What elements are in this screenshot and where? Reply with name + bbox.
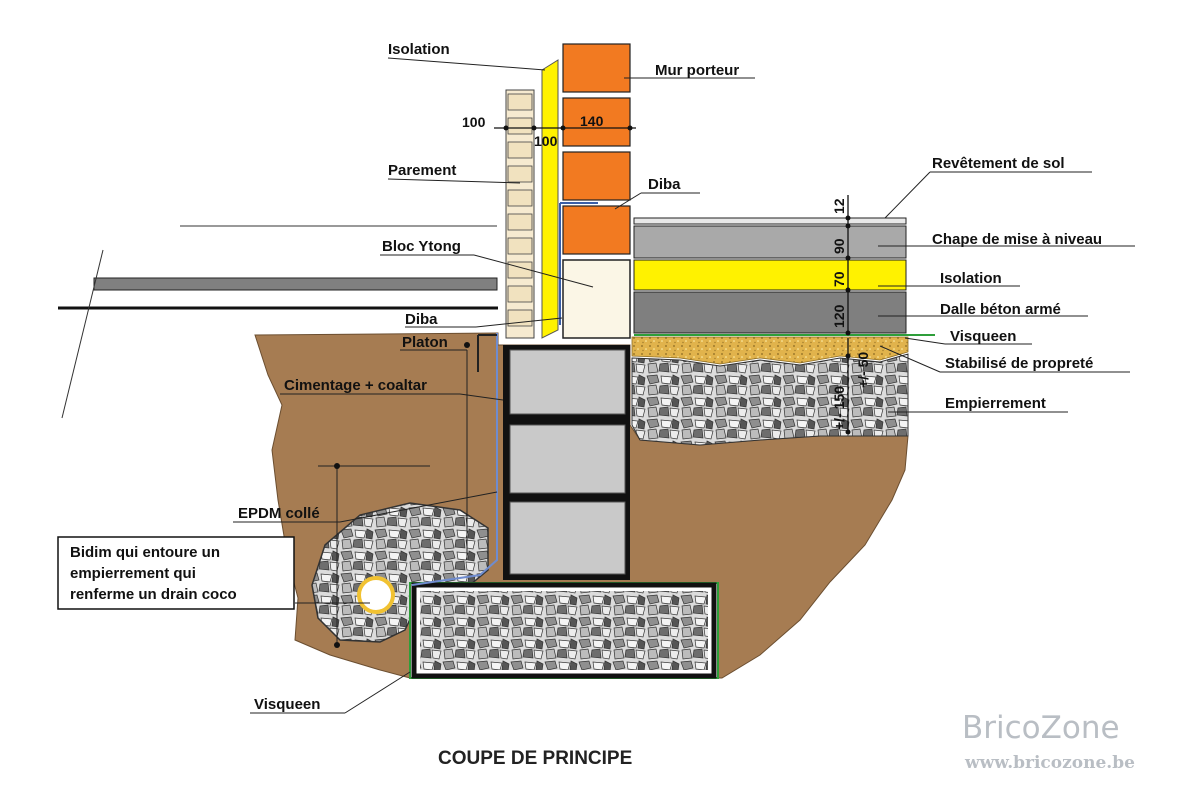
label-bidim-line1: Bidim qui entoure un: [70, 544, 220, 561]
platon-edge: [477, 334, 497, 372]
label-mur-porteur: Mur porteur: [655, 62, 739, 79]
dim-stabilise: +/- 50: [855, 352, 871, 388]
footing: [411, 582, 717, 679]
dalle-layer: [633, 291, 907, 334]
label-diba-bottom: Diba: [405, 311, 438, 328]
slope-line: [61, 249, 104, 419]
revetement-layer: [633, 217, 907, 225]
stabilise-layer: [631, 336, 909, 365]
bidim-callout-box: [57, 536, 295, 610]
watermark-brand: BricoZone: [962, 710, 1120, 746]
label-epdm: EPDM collé: [238, 505, 320, 522]
dim-isolation: 70: [831, 271, 847, 287]
floor-insulation-layer: [633, 259, 907, 291]
drain-pipe: [357, 576, 395, 614]
label-diba-top: Diba: [648, 176, 681, 193]
label-empierrement: Empierrement: [945, 395, 1046, 412]
diagram-title: COUPE DE PRINCIPE: [438, 748, 632, 769]
label-cimentage: Cimentage + coaltar: [284, 377, 427, 394]
label-revetement: Revêtement de sol: [932, 155, 1065, 172]
bloc-ytong: [562, 259, 631, 339]
dim-wall-width: 140: [580, 113, 604, 129]
wall-insulation: [541, 59, 559, 339]
dim-empierrement: +/- 150: [831, 386, 847, 430]
foundation-block-3: [509, 501, 626, 575]
label-chape: Chape de mise à niveau: [932, 231, 1102, 248]
label-stabilise: Stabilisé de propreté: [945, 355, 1093, 372]
dim-chape: 90: [831, 238, 847, 254]
parement-bricks: [505, 89, 535, 339]
label-visqueen-footing: Visqueen: [254, 696, 320, 713]
label-isolation-wall: Isolation: [388, 41, 450, 58]
empierrement-layer: [631, 353, 909, 446]
label-parement: Parement: [388, 162, 456, 179]
label-bloc-ytong: Bloc Ytong: [382, 238, 461, 255]
dim-parement-width: 100: [462, 114, 486, 130]
dim-isolation-width: 100: [534, 133, 558, 149]
chape-layer: [633, 225, 907, 259]
footing-stone-fill: [420, 591, 708, 670]
label-bidim-line2: empierrement qui: [70, 565, 196, 582]
label-visqueen-floor: Visqueen: [950, 328, 1016, 345]
label-dalle: Dalle béton armé: [940, 301, 1061, 318]
leader-lines: [233, 57, 1135, 714]
mur-porteur-bricks: [562, 43, 631, 255]
label-isolation-floor: Isolation: [940, 270, 1002, 287]
label-platon: Platon: [402, 334, 448, 351]
foundation-block-1: [509, 349, 626, 415]
dim-dalle: 120: [831, 304, 847, 328]
terrace-slab: [93, 277, 498, 291]
dim-revetement: 12: [831, 198, 847, 214]
diba-upper: [559, 202, 598, 325]
label-bidim-line3: renferme un drain coco: [70, 586, 237, 603]
watermark-url: www.bricozone.be: [964, 753, 1135, 773]
foundation-block-2: [509, 424, 626, 494]
epdm-membrane: [411, 333, 498, 586]
